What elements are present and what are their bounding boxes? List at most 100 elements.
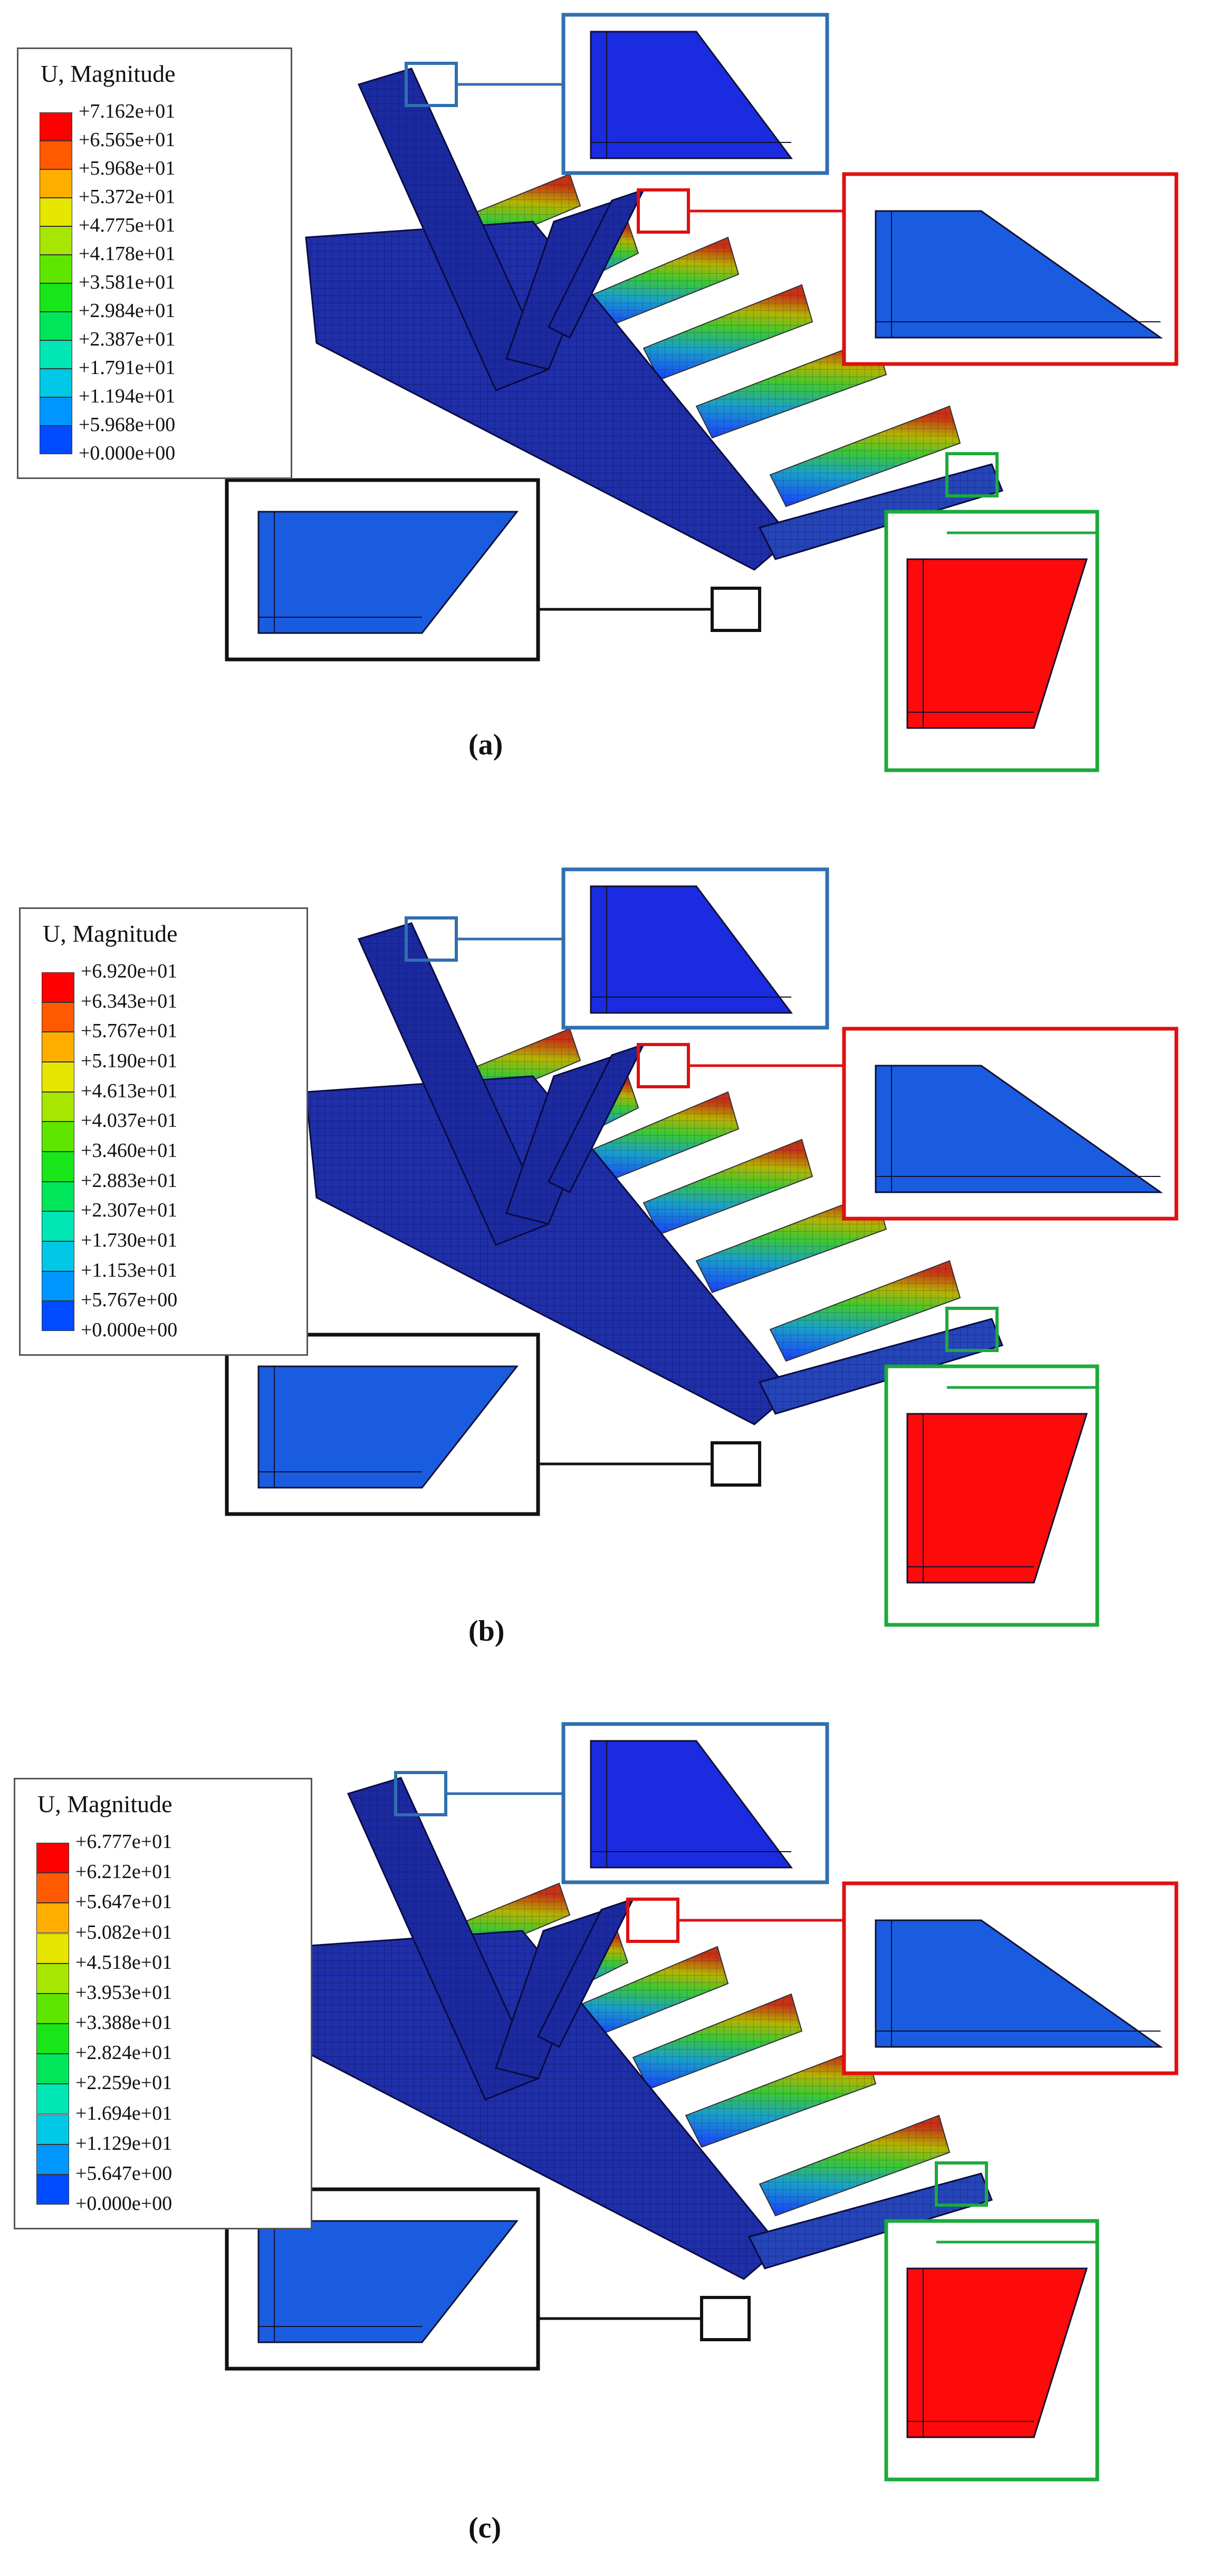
brace-mesh [348, 1778, 538, 2100]
fe-model-scene [225, 13, 1178, 772]
legend-color-band [36, 1843, 69, 1873]
legend-value-label: +5.647e+01 [75, 1891, 172, 1913]
brace-mesh [549, 1045, 644, 1192]
chord-mesh [760, 1319, 1002, 1414]
zoom-source-box [711, 1441, 761, 1487]
zoom-callout-green [884, 1307, 1099, 1627]
stiffener-mesh [644, 285, 812, 380]
legend-value-label: +5.767e+00 [81, 1289, 178, 1311]
legend-color-band [36, 1873, 69, 1903]
zoom-source-box [637, 1043, 690, 1088]
legend-color-band [42, 1152, 74, 1182]
legend-value-label: +6.920e+01 [81, 960, 178, 982]
main-beam-mesh [306, 222, 791, 570]
legend-value-label: +5.372e+01 [79, 186, 176, 208]
legend-color-band [42, 1241, 74, 1271]
legend-color-band [42, 1181, 74, 1212]
brace-mesh [538, 1899, 633, 2047]
legend-value-label: +2.824e+01 [75, 2042, 172, 2064]
legend-color-band [40, 397, 72, 426]
zoom-callout-green [884, 2161, 1099, 2482]
legend-value-label: +4.775e+01 [79, 214, 176, 236]
legend-title: U, Magnitude [43, 920, 178, 947]
zoom-callout-red [637, 1027, 1178, 1221]
stiffener-mesh [591, 1092, 739, 1182]
zoom-source-box [945, 452, 999, 497]
panel-b: U, Magnitude +6.920e+01 +6.343e+01 +5.767e+… [0, 855, 1227, 1709]
brace-mesh [506, 1055, 617, 1224]
zoom-detail-shape [875, 1065, 1163, 1193]
zoom-detail-shape [257, 1365, 519, 1489]
zoom-detail-shape [906, 2267, 1088, 2438]
zoom-detail-shape [590, 1740, 793, 1869]
brace-mesh [359, 923, 549, 1245]
legend-value-label: +4.178e+01 [79, 243, 176, 265]
stiffener-mesh [696, 338, 886, 438]
main-beam-mesh [306, 1076, 791, 1424]
legend: U, Magnitude +6.920e+01 +6.343e+01 +5.767e+… [19, 907, 308, 1356]
legend-color-band [40, 283, 72, 312]
stiffener-mesh [591, 237, 739, 327]
zoom-callout-green [884, 452, 1099, 772]
legend-color-band [42, 972, 74, 1002]
legend-color-band [40, 255, 72, 283]
legend-value-label: +6.777e+01 [75, 1831, 172, 1853]
chord-mesh [760, 464, 1002, 559]
legend-color-band [36, 2114, 69, 2144]
zoom-callout-red [637, 172, 1178, 366]
legend-color-band [40, 369, 72, 397]
legend: U, Magnitude+6.777e+01+6.212e+01+5.647e+… [14, 1778, 312, 2229]
legend-value-label: +6.343e+01 [81, 990, 178, 1012]
stiffener-mesh [644, 1139, 812, 1234]
legend-color-band [42, 1032, 74, 1062]
legend-title: U, Magnitude [37, 1790, 172, 1817]
legend-value-label: +5.647e+00 [75, 2162, 172, 2185]
zoom-source-box [626, 1898, 679, 1943]
legend-color-band [36, 2024, 69, 2054]
zoom-detail-shape [590, 885, 793, 1014]
legend-value-label: +2.883e+01 [81, 1169, 178, 1192]
legend-color-band [40, 226, 72, 255]
stiffener-mesh [760, 2115, 950, 2216]
stiffener-mesh [686, 2047, 876, 2147]
legend-color-band [36, 2054, 69, 2084]
zoom-source-box [700, 2296, 751, 2341]
legend-color-band [42, 1211, 74, 1241]
chord-mesh [749, 2173, 992, 2268]
legend-value-label: +5.968e+01 [79, 157, 176, 179]
brace-mesh [506, 200, 617, 369]
legend-value-label: +1.791e+01 [79, 357, 176, 379]
legend-color-band [42, 1002, 74, 1032]
zoom-detail-shape [906, 1413, 1088, 1584]
legend-color-band [40, 426, 72, 454]
legend-value-label: +2.259e+01 [75, 2072, 172, 2094]
legend-color-band [42, 1301, 74, 1331]
zoom-callout-black [225, 1333, 761, 1516]
zoom-detail-shape [906, 558, 1088, 729]
legend-value-label: +3.581e+01 [79, 271, 176, 293]
main-beam-mesh [295, 1931, 781, 2279]
legend-color-band [40, 141, 72, 169]
zoom-callout-blue [405, 13, 829, 175]
zoom-callout-blue [405, 867, 829, 1030]
legend-color-band [36, 1993, 69, 2024]
legend-color-band [42, 1271, 74, 1301]
panel-caption: (c) [468, 2512, 502, 2544]
legend-value-label: +5.767e+01 [81, 1020, 178, 1042]
legend-value-label: +1.194e+01 [79, 385, 176, 407]
legend-value-label: +6.565e+01 [79, 129, 176, 151]
zoom-source-box [711, 587, 761, 632]
legend-title: U, Magnitude [41, 60, 176, 87]
legend-value-label: +0.000e+00 [75, 2192, 172, 2215]
zoom-detail-shape [875, 1919, 1163, 2048]
stiffener-mesh [770, 1261, 960, 1361]
legend-value-label: +5.968e+00 [79, 414, 176, 436]
panel-c: U, Magnitude+6.777e+01+6.212e+01+5.647e+… [0, 1709, 1227, 2564]
legend-value-label: +7.162e+01 [79, 100, 176, 122]
legend-value-label: +1.730e+01 [81, 1229, 178, 1251]
legend-value-label: +3.460e+01 [81, 1139, 178, 1162]
legend-value-label: +5.082e+01 [75, 1921, 172, 1943]
stiffener-mesh [633, 1994, 802, 2089]
panel-caption: (a) [468, 729, 503, 761]
legend-color-band [36, 2174, 69, 2205]
